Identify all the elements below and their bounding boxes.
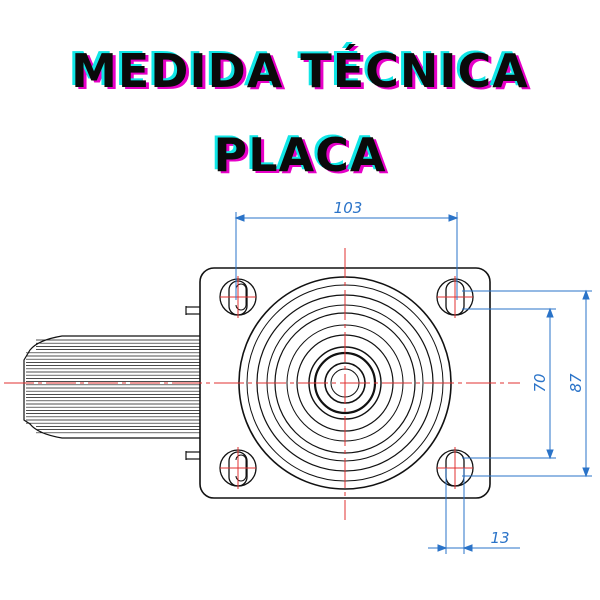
dimension-lines bbox=[234, 212, 592, 554]
plate-tabs bbox=[185, 306, 200, 460]
title-line-2: PLACA bbox=[213, 128, 387, 182]
stem-ribs bbox=[26, 339, 200, 434]
center-lines bbox=[4, 248, 520, 520]
dimension-height-label: 87 bbox=[567, 373, 585, 393]
title-line-1: MEDIDA TÉCNICA bbox=[71, 44, 529, 98]
caster-stem bbox=[23, 335, 200, 439]
dimension-width-label: 103 bbox=[334, 199, 363, 217]
dimension-hole-spacing-label: 70 bbox=[531, 373, 549, 392]
dimension-slot-label: 13 bbox=[490, 529, 509, 547]
